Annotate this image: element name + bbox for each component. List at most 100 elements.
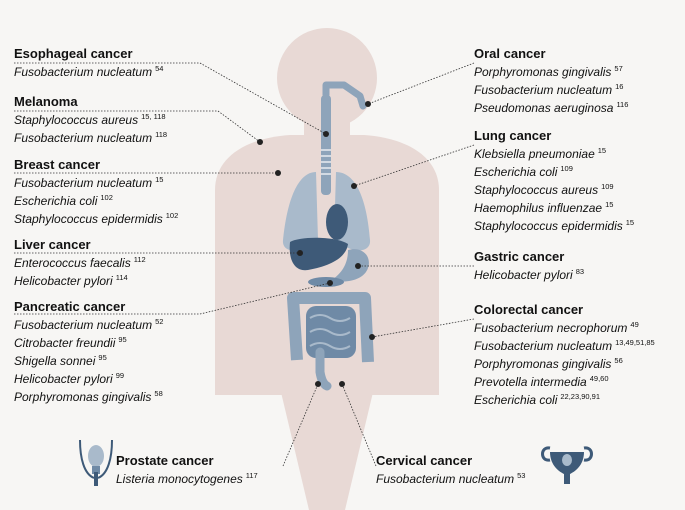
lung-left bbox=[282, 172, 318, 251]
cancer-type-title: Esophageal cancer bbox=[14, 46, 133, 61]
reference-number: 22,23,90,91 bbox=[560, 392, 600, 401]
airway bbox=[321, 81, 367, 195]
bacterium-name: Fusobacterium nucleatum bbox=[474, 339, 613, 353]
cancer-type-title: Pancreatic cancer bbox=[14, 299, 126, 314]
cancer-type-title: Lung cancer bbox=[474, 128, 552, 143]
bacterium-name: Prevotella intermedia bbox=[474, 375, 587, 389]
organ-marker-dot bbox=[297, 250, 303, 256]
small-intestine-folds bbox=[309, 314, 351, 350]
connector-line bbox=[353, 144, 475, 187]
organ-marker-dot bbox=[275, 170, 281, 176]
bacterium-name: Klebsiella pneumoniae bbox=[474, 147, 595, 161]
bacterium-name: Listeria monocytogenes bbox=[116, 472, 243, 486]
reference-number: 102 bbox=[100, 193, 113, 202]
bacterium-name: Pseudomonas aeruginosa bbox=[474, 101, 614, 115]
reference-number: 95 bbox=[98, 353, 107, 362]
bacterium-name: Helicobacter pylori bbox=[474, 268, 573, 282]
reference-number: 116 bbox=[616, 100, 629, 109]
organ-marker-dot bbox=[369, 334, 375, 340]
bacterium-name: Porphyromonas gingivalis bbox=[474, 357, 612, 371]
reference-number: 56 bbox=[614, 356, 623, 365]
trachea bbox=[321, 95, 331, 195]
stomach bbox=[332, 249, 369, 282]
connector-line bbox=[367, 62, 475, 105]
lungs bbox=[282, 172, 371, 251]
reference-number: 95 bbox=[118, 335, 127, 344]
reference-number: 15 bbox=[155, 175, 164, 184]
connector-line bbox=[14, 110, 261, 143]
bacterium-name: Fusobacterium nucleatum bbox=[474, 83, 613, 97]
reference-number: 83 bbox=[575, 267, 585, 276]
torso bbox=[215, 135, 439, 395]
bacterium-name: Staphylococcus aureus bbox=[474, 183, 599, 197]
reference-number: 109 bbox=[560, 164, 573, 173]
reference-number: 99 bbox=[115, 371, 125, 380]
bacterium-name: Enterococcus faecalis bbox=[14, 256, 131, 270]
colon bbox=[287, 292, 374, 363]
organ-marker-dot bbox=[323, 131, 329, 137]
bacterium-name: Porphyromonas gingivalis bbox=[474, 65, 612, 79]
pancreas bbox=[308, 277, 344, 287]
reference-number: 57 bbox=[614, 64, 623, 73]
bacterium-name: Staphylococcus epidermidis bbox=[474, 219, 623, 233]
bacterium-name: Fusobacterium nucleatum bbox=[14, 65, 153, 79]
organ-marker-dot bbox=[365, 101, 371, 107]
cancer-type-title: Prostate cancer bbox=[116, 453, 214, 468]
cancer-type-title: Melanoma bbox=[14, 94, 78, 109]
bacterium-name: Helicobacter pylori bbox=[14, 274, 113, 288]
reference-number: 102 bbox=[165, 211, 179, 220]
rectum bbox=[315, 347, 332, 391]
cancer-type-title: Breast cancer bbox=[14, 157, 100, 172]
reference-number: 117 bbox=[245, 471, 258, 480]
organ-marker-dot bbox=[339, 381, 345, 387]
body-silhouette bbox=[215, 28, 439, 510]
reference-number: 49,60 bbox=[589, 374, 609, 383]
reference-number: 13,49,51,85 bbox=[615, 338, 655, 347]
bacterium-name: Porphyromonas gingivalis bbox=[14, 390, 152, 404]
bacterium-name: Escherichia coli bbox=[474, 165, 558, 179]
male-reproductive-icon bbox=[79, 439, 113, 486]
organ-marker-dot bbox=[355, 263, 361, 269]
reference-number: 15, 118 bbox=[141, 112, 166, 121]
bacterium-name: Helicobacter pylori bbox=[14, 372, 113, 386]
bacterium-name: Fusobacterium nucleatum bbox=[14, 318, 153, 332]
bacterium-name: Shigella sonnei bbox=[14, 354, 96, 368]
reference-number: 53 bbox=[517, 471, 526, 480]
cancer-type-title: Colorectal cancer bbox=[474, 302, 584, 317]
connector-lines bbox=[14, 62, 475, 467]
connector-line bbox=[14, 282, 331, 315]
reference-number: 15 bbox=[597, 146, 607, 155]
bacterium-name: Staphylococcus aureus bbox=[14, 113, 139, 127]
organ-marker-dot bbox=[257, 139, 263, 145]
